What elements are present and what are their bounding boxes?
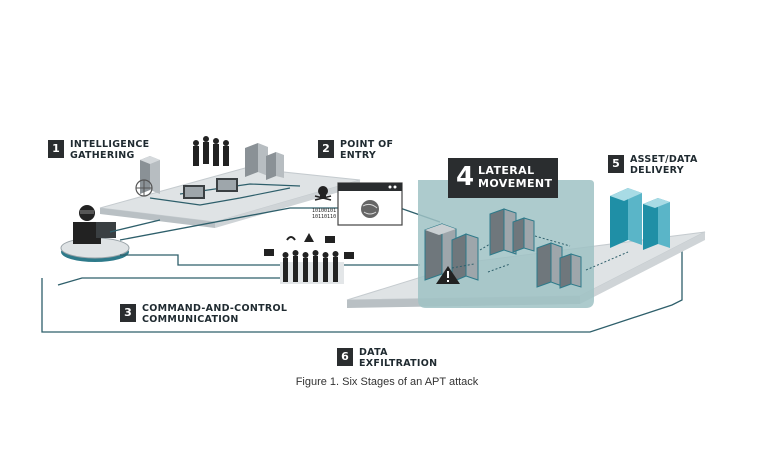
browser-window-icon [337, 182, 403, 226]
stage-4-line2: MOVEMENT [478, 177, 553, 190]
movement-arrows [451, 235, 629, 273]
workstation-tower-icon [140, 156, 160, 194]
stage-1-label: INTELLIGENCE GATHERING [70, 139, 149, 161]
figure-caption: Figure 1. Six Stages of an APT attack [295, 376, 479, 388]
stage-5-line1: ASSET/DATA [630, 154, 698, 165]
stage-2-number: 2 [318, 140, 334, 158]
stage-2-line1: POINT OF [340, 139, 394, 150]
stage-5-line2: DELIVERY [630, 165, 684, 176]
stage-1-line1: INTELLIGENCE [70, 139, 150, 150]
stage-2-line2: ENTRY [340, 150, 377, 161]
binary-text-1: 10100101 [312, 208, 336, 214]
crowd-icon [280, 250, 344, 284]
teal-server-icon [610, 188, 670, 250]
stage-6-line2: EXFILTRATION [359, 358, 438, 369]
stage-3-line1: COMMAND-AND-CONTROL [142, 303, 288, 314]
attacker-icon [60, 205, 130, 262]
skull-icon [314, 186, 332, 201]
compromised-server-group [424, 223, 479, 283]
stage-1-number: 1 [48, 140, 64, 158]
stage-6-label: DATA EXFILTRATION [359, 347, 437, 369]
server-group-3 [536, 242, 582, 289]
stage-6-number: 6 [337, 348, 353, 366]
stage-2-label: POINT OF ENTRY [340, 139, 393, 161]
crosshair-icon [135, 179, 153, 197]
stage-4-number: 4 [456, 162, 475, 192]
stage-3-label: COMMAND-AND-CONTROL COMMUNICATION [142, 303, 287, 325]
server-pair-icon [245, 143, 284, 180]
stage-5-label: ASSET/DATA DELIVERY [630, 154, 698, 176]
stage-4-box: 4 LATERAL MOVEMENT [448, 158, 558, 198]
stage-3-line2: COMMUNICATION [142, 314, 239, 325]
stage-3-number: 3 [120, 304, 136, 322]
stage-1-line2: GATHERING [70, 150, 135, 161]
stage-6-line1: DATA [359, 347, 388, 358]
stage-4-label: LATERAL MOVEMENT [478, 164, 552, 190]
server-group-2 [489, 208, 535, 256]
monitor-icon [183, 178, 238, 199]
warning-icon [436, 266, 460, 284]
stage-5-number: 5 [608, 155, 624, 173]
people-group-icon [193, 136, 229, 166]
binary-text-2: 10110110 [312, 214, 336, 220]
communication-icons [264, 233, 354, 259]
stage-4-line1: LATERAL [478, 164, 535, 177]
